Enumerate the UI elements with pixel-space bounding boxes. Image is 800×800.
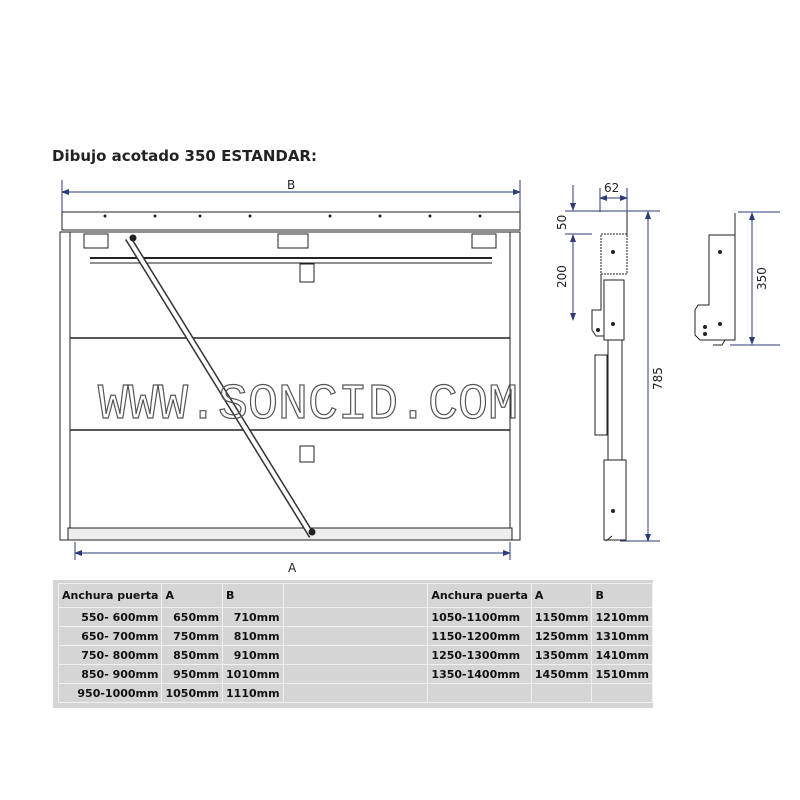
header-cell: B <box>591 583 653 608</box>
cell: 1250-1300mm <box>427 645 532 665</box>
cell: 750mm <box>161 626 224 646</box>
dimensions-table: Anchura puerta A B Anchura puerta A B 55… <box>53 580 653 708</box>
cell: 650- 700mm <box>57 626 163 646</box>
dimension-lines <box>61 180 780 560</box>
cell: 750- 800mm <box>57 645 163 665</box>
cell: 1050-1100mm <box>427 607 532 627</box>
header-cell: B <box>222 583 284 608</box>
bracket-view <box>694 213 736 346</box>
dim-50-label: 50 <box>555 215 569 230</box>
watermark: WWW.SONCID.COM <box>98 377 518 434</box>
cell: 1050mm <box>161 683 224 703</box>
cell: 710mm <box>222 607 284 627</box>
cell: 1510mm <box>591 664 653 684</box>
cell: 1150-1200mm <box>427 626 532 646</box>
cell <box>591 683 653 703</box>
cell: 1150mm <box>530 607 593 627</box>
cell <box>530 683 593 703</box>
spacer-cell <box>282 645 429 665</box>
cell: 1450mm <box>530 664 593 684</box>
cell: 1110mm <box>222 683 284 703</box>
header-cell: Anchura puerta <box>57 583 163 608</box>
cell: 1210mm <box>591 607 653 627</box>
dim-200-label: 200 <box>555 265 569 288</box>
cell: 1350-1400mm <box>427 664 532 684</box>
cell: 810mm <box>222 626 284 646</box>
cell: 1250mm <box>530 626 593 646</box>
cell: 1350mm <box>530 645 593 665</box>
table-header-row: Anchura puerta A B Anchura puerta A B <box>57 583 653 608</box>
dim-b-label: B <box>287 178 295 192</box>
dim-785-label: 785 <box>651 367 665 390</box>
cell: 1310mm <box>591 626 653 646</box>
spacer-cell <box>282 626 429 646</box>
cell: 1410mm <box>591 645 653 665</box>
header-cell: A <box>530 583 593 608</box>
spacer-cell <box>282 583 429 608</box>
dim-a-label: A <box>288 561 297 575</box>
header-cell: Anchura puerta <box>427 583 532 608</box>
header-cell: A <box>161 583 224 608</box>
front-view <box>59 211 521 541</box>
cell: 850mm <box>161 645 224 665</box>
cell: 550- 600mm <box>57 607 163 627</box>
spacer-cell <box>282 683 429 703</box>
side-view <box>591 212 628 542</box>
cell: 1010mm <box>222 664 284 684</box>
drawing-title: Dibujo acotado 350 ESTANDAR: <box>52 147 317 165</box>
spacer-cell <box>282 664 429 684</box>
cell: 850- 900mm <box>57 664 163 684</box>
spacer-cell <box>282 607 429 627</box>
cell: 910mm <box>222 645 284 665</box>
dim-350-label: 350 <box>755 267 769 290</box>
cell: 950-1000mm <box>57 683 163 703</box>
cell: 950mm <box>161 664 224 684</box>
cell <box>427 683 532 703</box>
dim-62-label: 62 <box>604 181 619 195</box>
cell: 650mm <box>161 607 224 627</box>
